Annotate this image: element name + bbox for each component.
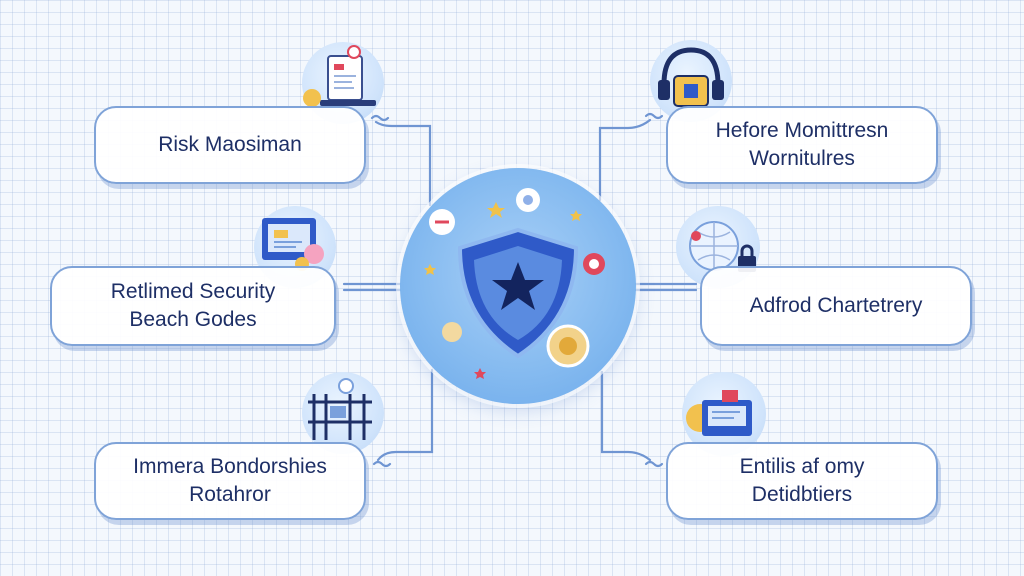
node-label-line: Beach Godes [129, 308, 257, 331]
node-label-line: Adfrod Chartetrery [749, 294, 923, 317]
monitoring-node-box: Hefore Momittresn Wornitulres [666, 106, 938, 184]
node-label-line: Risk Maosiman [158, 133, 302, 156]
boundaries-node-box: Immera Bondorshies Rotahror [94, 442, 366, 520]
node-label-line: Immera Bondorshies [133, 455, 327, 478]
node-label-line: Hefore Momittresn [715, 119, 889, 142]
charter-node-box: Adfrod Chartetrery [700, 266, 972, 346]
node-label-line: Retlimed Security [110, 280, 276, 303]
shield-star-icon [424, 188, 605, 379]
node-label-line: Entilis af omy [739, 455, 865, 478]
identities-node-box: Entilis af omy Detidbtiers [666, 442, 938, 520]
risk-node-box: Risk Maosiman [94, 106, 366, 184]
node-label-line: Wornitulres [749, 147, 855, 170]
security-node-box: Retlimed Security Beach Godes [50, 266, 336, 346]
node-label-line: Rotahror [189, 483, 271, 506]
fence-gate-icon [302, 372, 384, 454]
security-hub [400, 168, 636, 404]
node-label-line: Detidbtiers [751, 483, 853, 506]
